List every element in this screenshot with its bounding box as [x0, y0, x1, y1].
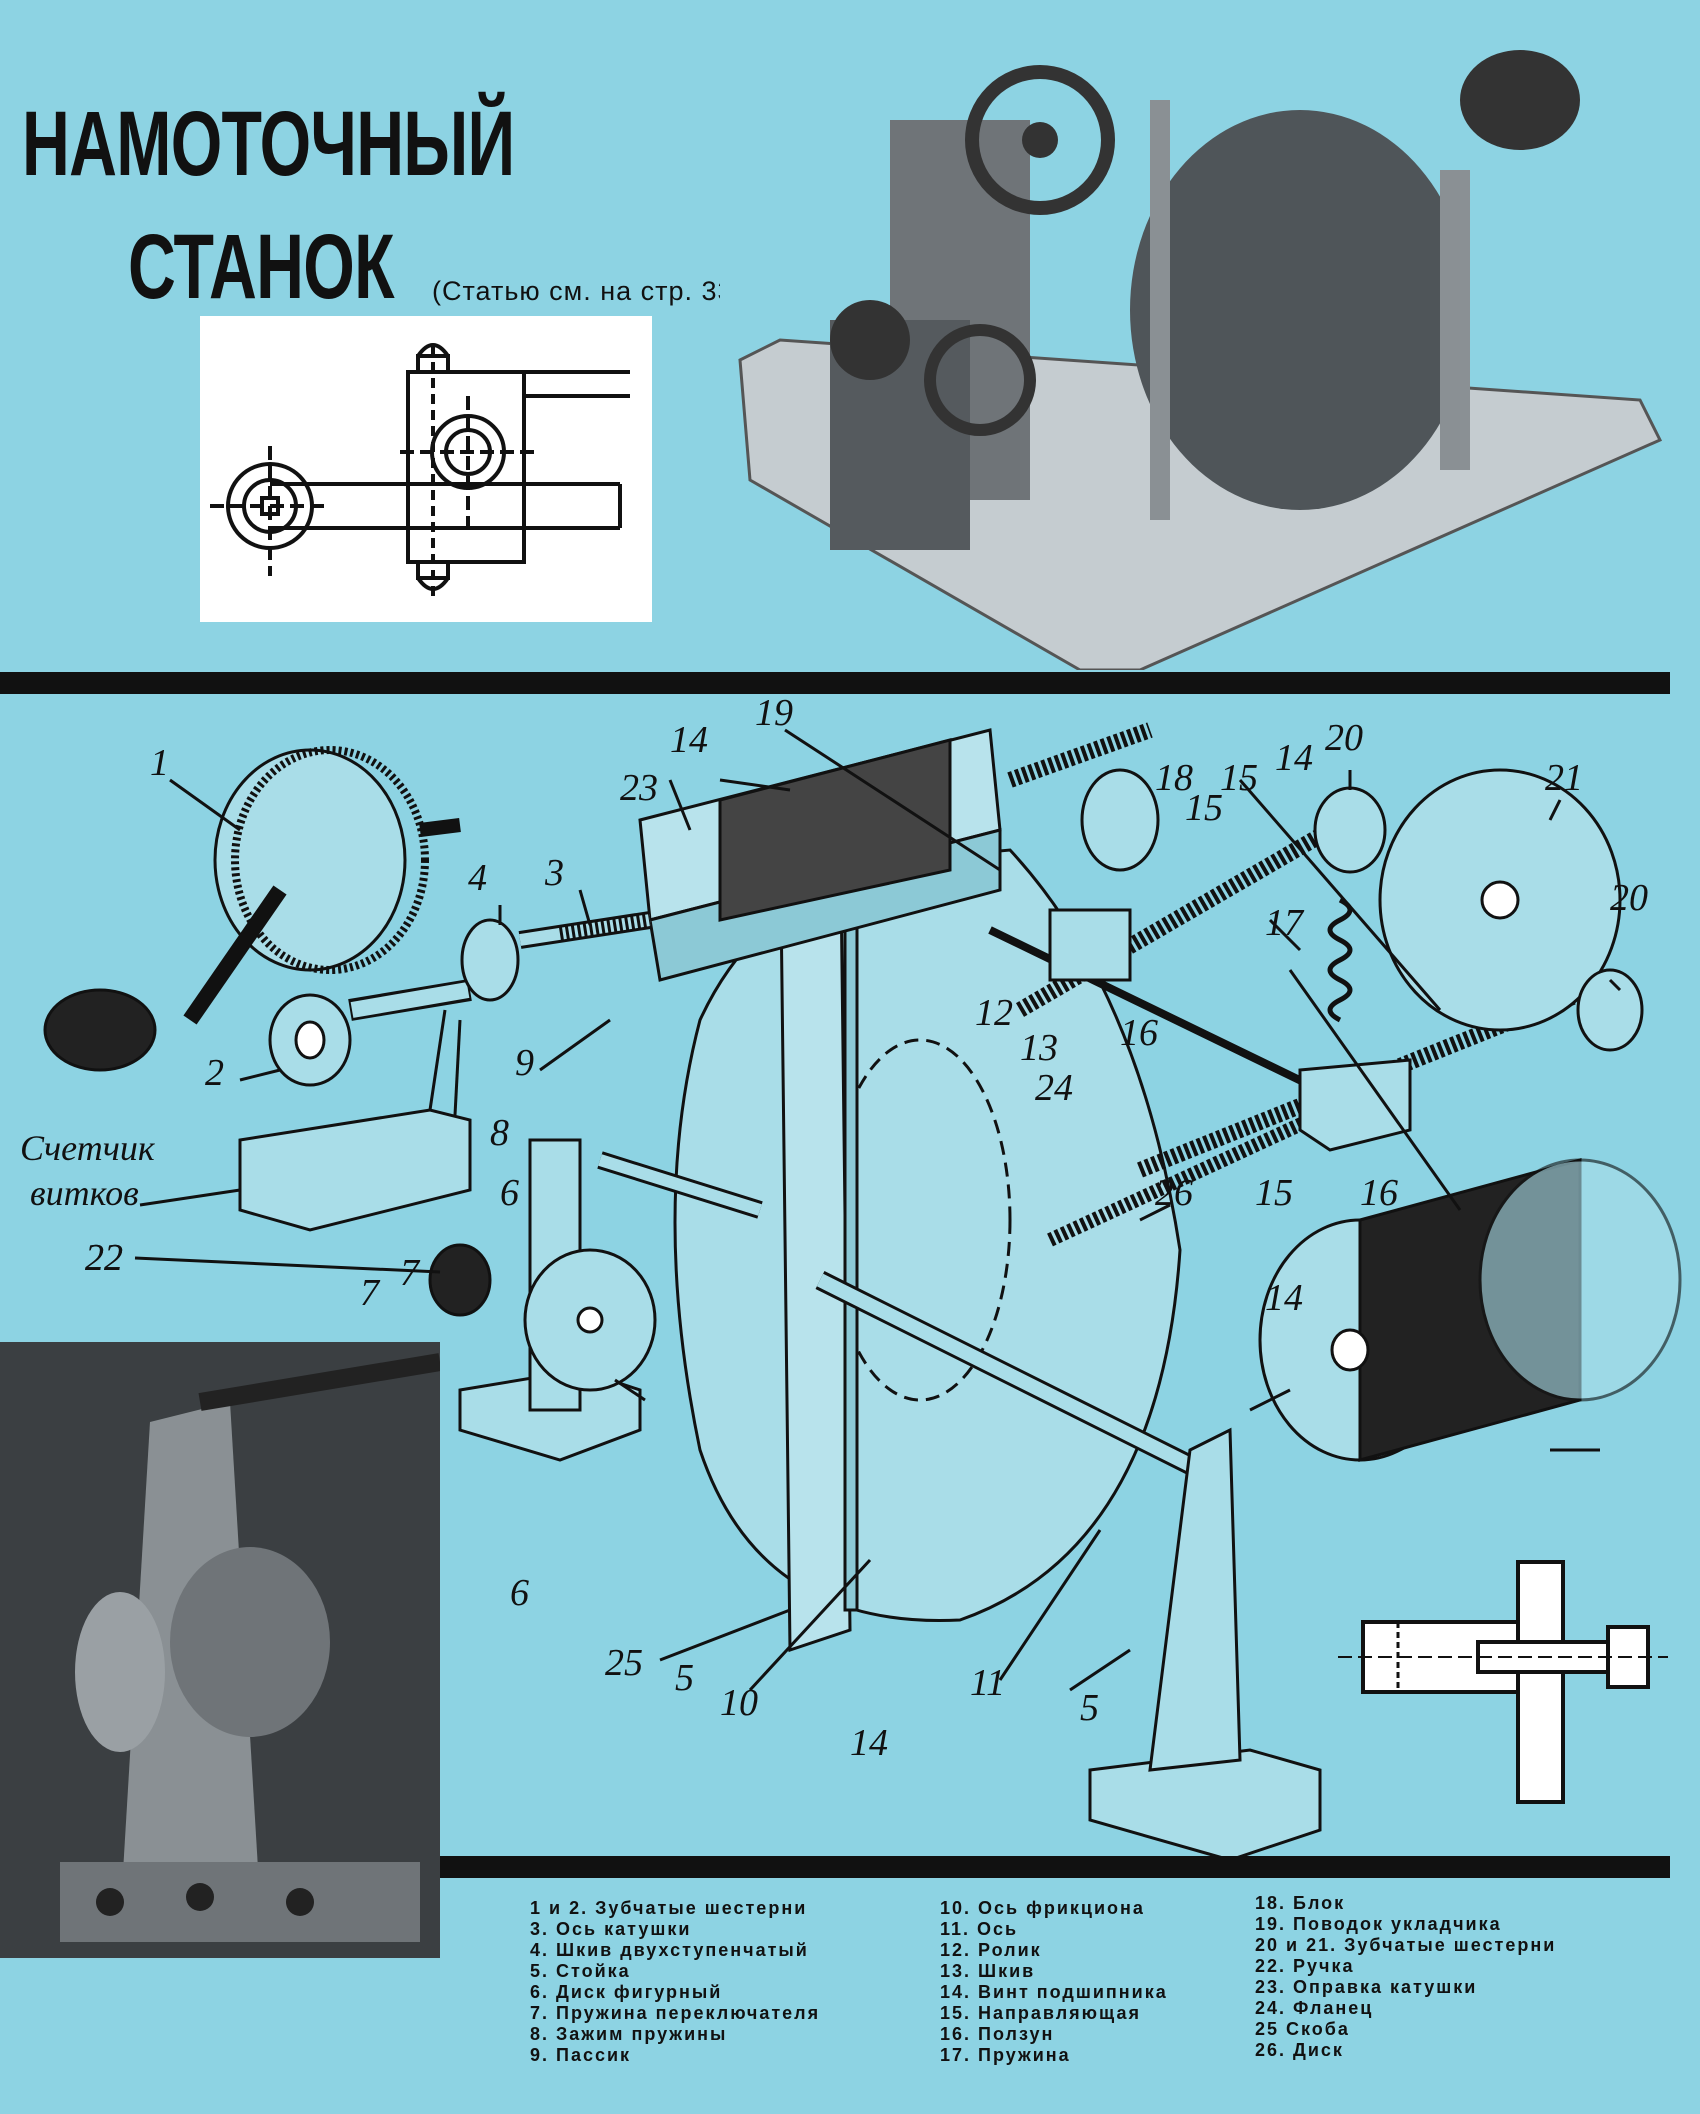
- label-5b: 5: [1080, 1687, 1099, 1729]
- label-22b: 22: [85, 1237, 123, 1279]
- legend-item: 16. Ползун: [940, 2024, 1055, 2044]
- legend-item: 11. Ось: [940, 1919, 1019, 1939]
- label-23: 23: [620, 767, 658, 809]
- legend-column-1: 1 и 2. Зубчатые шестерни 3. Ось катушки …: [530, 1898, 820, 2066]
- label-3: 3: [544, 852, 564, 894]
- machine-photo: [720, 40, 1670, 670]
- detail-photo: [0, 1342, 440, 1958]
- label-20a: 20: [1325, 717, 1363, 759]
- label-19: 19: [755, 692, 793, 734]
- legend-item: 1 и 2. Зубчатые шестерни: [530, 1898, 808, 1918]
- legend-column-2: 10. Ось фрикциона 11. Ось 12. Ролик 13. …: [940, 1898, 1168, 2066]
- legend-item: 12. Ролик: [940, 1940, 1042, 1960]
- label-21: 21: [1545, 757, 1583, 799]
- label-15b: 15: [1255, 1172, 1293, 1214]
- title-line-1: НАМОТОЧНЫЙ: [22, 93, 515, 195]
- legend-item: 9. Пассик: [530, 2045, 632, 2065]
- label-17: 17: [1265, 902, 1305, 944]
- label-6b: 6: [500, 1172, 519, 1214]
- title-line-2: СТАНОК: [128, 216, 395, 318]
- legend-item: 6. Диск фигурный: [530, 1982, 723, 2002]
- legend-item: 8. Зажим пружины: [530, 2024, 728, 2044]
- legend-item: 5. Стойка: [530, 1961, 631, 1981]
- label-25: 25: [605, 1642, 643, 1684]
- machine-photo-drawing: [738, 50, 1663, 670]
- label-9: 9: [515, 1042, 534, 1084]
- label-20b: 20: [1610, 877, 1648, 919]
- detail-photo-drawing: [0, 1342, 440, 1958]
- legend-item: 3. Ось катушки: [530, 1919, 692, 1939]
- legend-column-3: 18. Блок 19. Поводок укладчика 20 и 21. …: [1255, 1893, 1556, 2061]
- divider-bottom: [440, 1856, 1670, 1878]
- label-5a: 5: [675, 1657, 694, 1699]
- legend-item: 13. Шкив: [940, 1961, 1036, 1981]
- legend-item: 7. Пружина переключателя: [530, 2003, 821, 2023]
- legend-item: 22. Ручка: [1255, 1956, 1355, 1976]
- label-11: 11: [970, 1662, 1005, 1704]
- legend-item: 14. Винт подшипника: [940, 1982, 1168, 2002]
- legend-item: 15. Направляющая: [940, 2003, 1141, 2023]
- legend-item: 18. Блок: [1255, 1893, 1346, 1913]
- article-reference: (Статью см. на стр. 33): [432, 276, 744, 306]
- label-2: 2: [205, 1052, 224, 1094]
- screw-detail-inset: [1338, 1512, 1668, 1852]
- label-14b: 14: [850, 1722, 888, 1764]
- label-15a: 15: [1220, 757, 1258, 799]
- label-13: 13: [1020, 1027, 1058, 1069]
- legend-item: 10. Ось фрикциона: [940, 1898, 1145, 1918]
- legend-item: 19. Поводок укладчика: [1255, 1914, 1502, 1934]
- label-14c: 14: [1265, 1277, 1303, 1319]
- label-15c: 15: [1185, 787, 1223, 829]
- label-18: 18: [1155, 757, 1193, 799]
- sketch-drawing: [210, 343, 630, 596]
- label-14d: 14: [1275, 737, 1313, 779]
- label-12: 12: [975, 992, 1013, 1034]
- screw-detail-drawing: [1338, 1560, 1668, 1804]
- exploded-diagram: 1 2 3 4 5 5 6 6 7 7 8 9 10 11 12 13 14 1…: [20, 692, 1682, 1862]
- counter-label-1: Счетчик: [20, 1128, 156, 1168]
- sketch-inset: [200, 316, 652, 622]
- label-6a: 6: [510, 1572, 529, 1614]
- label-24: 24: [1035, 1067, 1073, 1109]
- legend-item: 24. Фланец: [1255, 1998, 1374, 2018]
- legend-item: 26. Диск: [1255, 2040, 1344, 2060]
- detail-labels: 22: [85, 1237, 123, 1279]
- label-26: 26: [1155, 1172, 1193, 1214]
- label-1: 1: [150, 742, 169, 784]
- legend-item: 20 и 21. Зубчатые шестерни: [1255, 1935, 1557, 1955]
- label-7a: 7: [360, 1272, 381, 1314]
- label-16a: 16: [1120, 1012, 1158, 1054]
- legend-item: 25 Скоба: [1255, 2019, 1350, 2039]
- label-16b: 16: [1360, 1172, 1398, 1214]
- label-10: 10: [720, 1682, 758, 1724]
- legend-item: 23. Оправка катушки: [1255, 1977, 1478, 1997]
- counter-label-2: витков: [30, 1173, 139, 1213]
- legend-item: 17. Пружина: [940, 2045, 1071, 2065]
- label-4: 4: [468, 857, 487, 899]
- label-8: 8: [490, 1112, 509, 1154]
- legend-item: 4. Шкив двухступенчатый: [530, 1940, 809, 1960]
- label-22a: 22: [85, 1237, 123, 1279]
- divider-top: [0, 672, 1670, 694]
- label-14a: 14: [670, 719, 708, 761]
- label-7b: 7: [400, 1252, 421, 1294]
